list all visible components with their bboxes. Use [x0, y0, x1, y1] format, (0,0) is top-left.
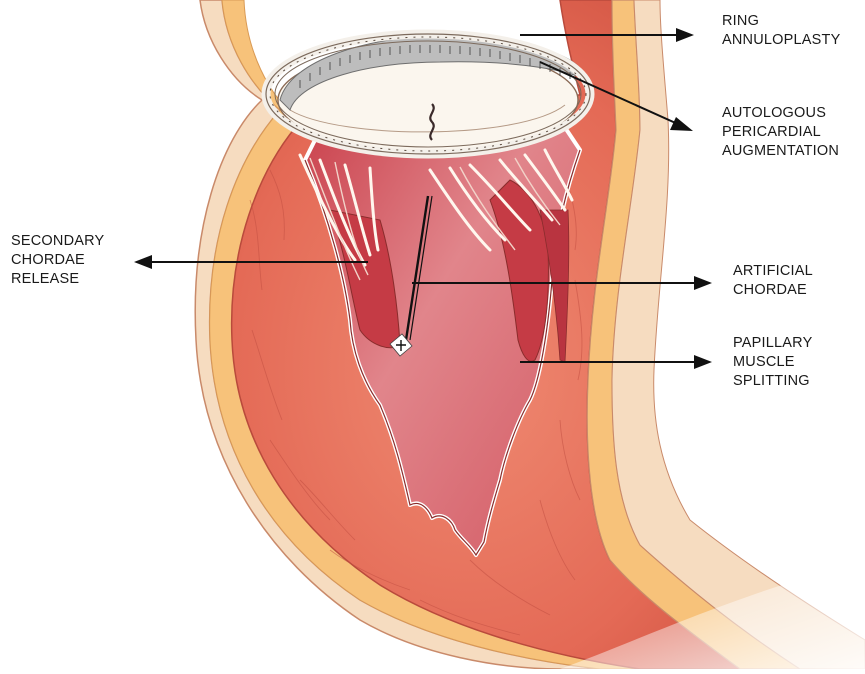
label-papillary-line-2: MUSCLE [733, 353, 812, 372]
label-autologous-augmentation: AUTOLOGOUS PERICARDIAL AUGMENTATION [722, 104, 839, 161]
label-artificial-chordae: ARTIFICIAL CHORDAE [733, 262, 813, 300]
label-autologous-line-3: AUGMENTATION [722, 142, 839, 161]
label-ring-annuloplasty: RING ANNULOPLASTY [722, 12, 840, 50]
label-secondary-line-3: RELEASE [11, 270, 104, 289]
label-ring-line-2: ANNULOPLASTY [722, 31, 840, 50]
label-papillary-line-1: PAPILLARY [733, 334, 812, 353]
arrowhead-ring [676, 28, 694, 42]
label-papillary-muscle-splitting: PAPILLARY MUSCLE SPLITTING [733, 334, 812, 391]
label-ring-line-1: RING [722, 12, 840, 31]
label-artificial-line-2: CHORDAE [733, 281, 813, 300]
arrowhead-autologous [670, 117, 693, 131]
label-papillary-line-3: SPLITTING [733, 372, 812, 391]
label-artificial-line-1: ARTIFICIAL [733, 262, 813, 281]
label-autologous-line-2: PERICARDIAL [722, 123, 839, 142]
label-secondary-line-2: CHORDAE [11, 251, 104, 270]
arrowhead-artificial [694, 276, 712, 290]
label-secondary-line-1: SECONDARY [11, 232, 104, 251]
label-secondary-chordae-release: SECONDARY CHORDAE RELEASE [11, 232, 104, 289]
arrowhead-secondary [134, 255, 152, 269]
label-autologous-line-1: AUTOLOGOUS [722, 104, 839, 123]
arrowhead-papillary [694, 355, 712, 369]
